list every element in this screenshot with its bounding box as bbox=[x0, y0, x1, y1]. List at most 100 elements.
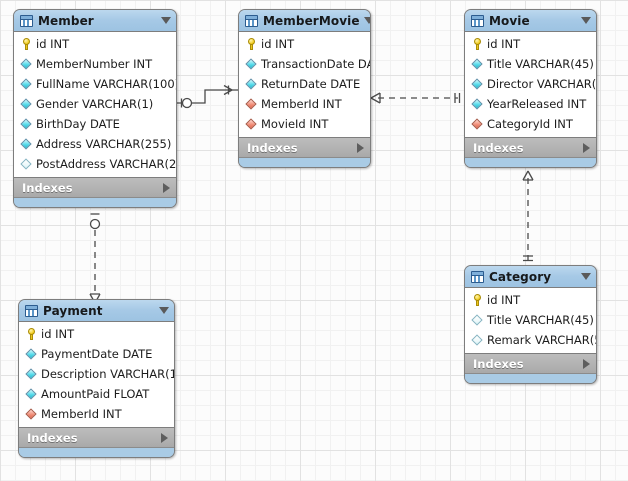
column-row[interactable]: BirthDay DATE bbox=[14, 114, 176, 134]
table-icon bbox=[20, 14, 33, 27]
table-header[interactable]: MemberMovie bbox=[239, 10, 370, 32]
column-row[interactable]: MovieId INT bbox=[239, 114, 370, 134]
chevron-down-icon[interactable] bbox=[581, 17, 591, 24]
table-header[interactable]: Movie bbox=[465, 10, 596, 32]
column-row[interactable]: MemberId INT bbox=[239, 94, 370, 114]
column-row[interactable]: id INT bbox=[239, 34, 370, 54]
column-row[interactable]: Remark VARCHAR(500) bbox=[465, 330, 596, 350]
column-row[interactable]: MemberNumber INT bbox=[14, 54, 176, 74]
indexes-label: Indexes bbox=[22, 180, 73, 195]
column-row[interactable]: ReturnDate DATE bbox=[239, 74, 370, 94]
column-list: id INT PaymentDate DATE Description VARCHA… bbox=[19, 322, 174, 428]
column-row[interactable]: Description VARCHAR(100) bbox=[19, 364, 174, 384]
column-label: PaymentDate DATE bbox=[41, 347, 153, 361]
column-row[interactable]: YearReleased INT bbox=[465, 94, 596, 114]
table-header[interactable]: Member bbox=[14, 10, 176, 32]
table-membermovie[interactable]: MemberMovie id INT TransactionDate DATE Ret… bbox=[238, 9, 371, 168]
column-label: Address VARCHAR(255) bbox=[36, 137, 172, 151]
column-label: AmountPaid FLOAT bbox=[41, 387, 150, 401]
indexes-label: Indexes bbox=[473, 356, 524, 371]
column-row[interactable]: Director VARCHAR(45) bbox=[465, 74, 596, 94]
column-row[interactable]: PaymentDate DATE bbox=[19, 344, 174, 364]
indexes-bar[interactable]: Indexes bbox=[239, 138, 370, 158]
chevron-down-icon[interactable] bbox=[161, 17, 171, 24]
column-row[interactable]: AmountPaid FLOAT bbox=[19, 384, 174, 404]
table-footer-strip bbox=[19, 448, 174, 457]
chevron-down-icon[interactable] bbox=[581, 273, 591, 280]
column-label: ReturnDate DATE bbox=[261, 77, 361, 91]
column-row[interactable]: id INT bbox=[465, 34, 596, 54]
table-icon bbox=[471, 270, 484, 283]
indexes-label: Indexes bbox=[27, 430, 78, 445]
column-row[interactable]: Title VARCHAR(45) bbox=[465, 310, 596, 330]
chevron-right-icon[interactable] bbox=[163, 182, 170, 193]
column-icon bbox=[26, 368, 38, 380]
table-header[interactable]: Category bbox=[465, 266, 596, 288]
column-row[interactable]: PostAddress VARCHAR(255) bbox=[14, 154, 176, 174]
column-row[interactable]: Address VARCHAR(255) bbox=[14, 134, 176, 154]
primary-key-icon bbox=[246, 38, 258, 50]
primary-key-icon bbox=[472, 294, 484, 306]
table-icon bbox=[245, 14, 258, 27]
table-title: Movie bbox=[489, 13, 530, 28]
primary-key-icon bbox=[472, 38, 484, 50]
column-icon bbox=[26, 348, 38, 360]
indexes-label: Indexes bbox=[473, 140, 524, 155]
column-list: id INT TransactionDate DATE ReturnDate DAT… bbox=[239, 32, 370, 138]
column-icon bbox=[472, 98, 484, 110]
column-row[interactable]: id INT bbox=[19, 324, 174, 344]
column-icon bbox=[472, 78, 484, 90]
table-icon bbox=[25, 304, 38, 317]
table-header[interactable]: Payment bbox=[19, 300, 174, 322]
table-footer-strip bbox=[14, 198, 176, 207]
primary-key-icon bbox=[26, 328, 38, 340]
column-row[interactable]: Title VARCHAR(45) bbox=[465, 54, 596, 74]
table-footer-strip bbox=[239, 158, 370, 167]
chevron-right-icon[interactable] bbox=[583, 142, 590, 153]
column-label: id INT bbox=[487, 37, 521, 51]
column-label: MemberId INT bbox=[41, 407, 122, 421]
chevron-right-icon[interactable] bbox=[583, 358, 590, 369]
column-label: Gender VARCHAR(1) bbox=[36, 97, 154, 111]
column-icon bbox=[21, 58, 33, 70]
indexes-bar[interactable]: Indexes bbox=[465, 354, 596, 374]
column-icon bbox=[21, 98, 33, 110]
indexes-bar[interactable]: Indexes bbox=[465, 138, 596, 158]
chevron-right-icon[interactable] bbox=[357, 142, 364, 153]
chevron-down-icon[interactable] bbox=[363, 17, 370, 24]
chevron-right-icon[interactable] bbox=[161, 432, 168, 443]
column-label: Title VARCHAR(45) bbox=[487, 313, 594, 327]
table-icon bbox=[471, 14, 484, 27]
column-label: MemberId INT bbox=[261, 97, 342, 111]
column-label: TransactionDate DATE bbox=[261, 57, 370, 71]
column-row[interactable]: id INT bbox=[465, 290, 596, 310]
column-label: FullName VARCHAR(100) bbox=[36, 77, 177, 91]
column-list: id INT Title VARCHAR(45) Director VARCHAR(… bbox=[465, 32, 596, 138]
column-label: PostAddress VARCHAR(255) bbox=[36, 157, 177, 171]
column-label: MemberNumber INT bbox=[36, 57, 153, 71]
indexes-bar[interactable]: Indexes bbox=[19, 428, 174, 448]
table-movie[interactable]: Movie id INT Title VARCHAR(45) Director VAR… bbox=[464, 9, 597, 168]
table-member[interactable]: Member id INT MemberNumber INT FullName VAR… bbox=[13, 9, 177, 208]
column-row[interactable]: id INT bbox=[14, 34, 176, 54]
column-row[interactable]: MemberId INT bbox=[19, 404, 174, 424]
column-label: YearReleased INT bbox=[487, 97, 587, 111]
indexes-bar[interactable]: Indexes bbox=[14, 178, 176, 198]
column-row[interactable]: Gender VARCHAR(1) bbox=[14, 94, 176, 114]
table-title: MemberMovie bbox=[263, 13, 360, 28]
column-label: id INT bbox=[36, 37, 70, 51]
foreign-key-icon bbox=[26, 408, 38, 420]
column-label: id INT bbox=[41, 327, 75, 341]
nullable-column-icon bbox=[21, 158, 33, 170]
column-row[interactable]: FullName VARCHAR(100) bbox=[14, 74, 176, 94]
column-row[interactable]: CategoryId INT bbox=[465, 114, 596, 134]
table-payment[interactable]: Payment id INT PaymentDate DATE Description… bbox=[18, 299, 175, 458]
column-row[interactable]: TransactionDate DATE bbox=[239, 54, 370, 74]
table-footer-strip bbox=[465, 374, 596, 383]
column-label: Title VARCHAR(45) bbox=[487, 57, 594, 71]
column-icon bbox=[21, 78, 33, 90]
chevron-down-icon[interactable] bbox=[159, 307, 169, 314]
column-icon bbox=[21, 138, 33, 150]
